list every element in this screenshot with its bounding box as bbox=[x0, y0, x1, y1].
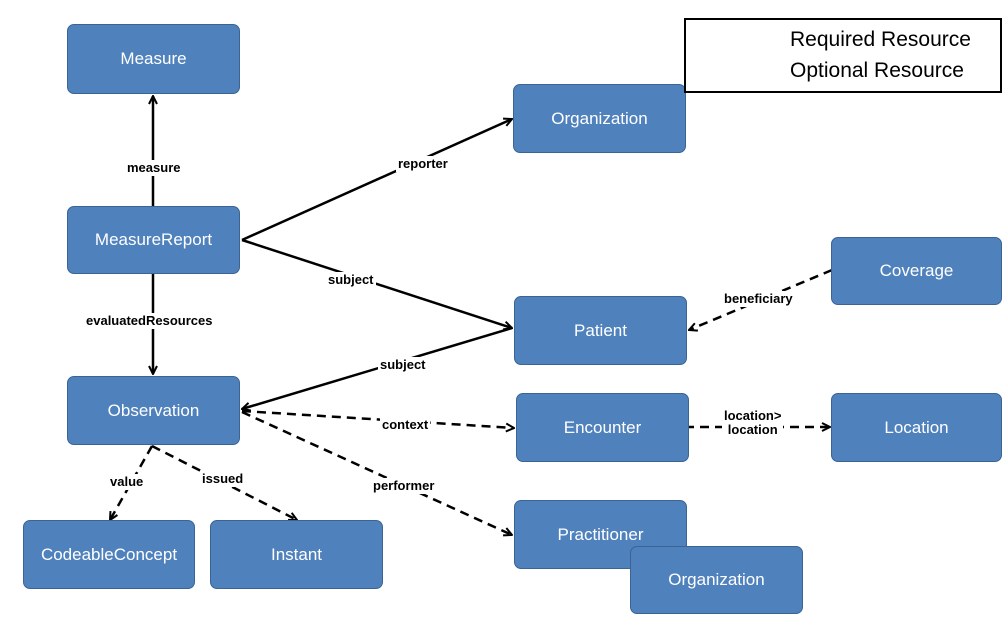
legend: Required Resource Optional Resource bbox=[684, 18, 1002, 93]
edge-label-location: location> location bbox=[722, 408, 784, 439]
node-measure-report[interactable]: MeasureReport bbox=[67, 206, 240, 274]
legend-optional-label: Optional Resource bbox=[790, 59, 964, 82]
node-practitioner-label: Practitioner bbox=[557, 525, 644, 544]
node-location[interactable]: Location bbox=[831, 393, 1002, 462]
node-encounter-label: Encounter bbox=[563, 417, 642, 437]
node-measure[interactable]: Measure bbox=[67, 24, 240, 94]
node-instant[interactable]: Instant bbox=[210, 520, 383, 589]
node-organization-practitioner-label: Organization bbox=[668, 570, 765, 589]
edge-label-reporter: reporter bbox=[396, 156, 450, 173]
node-coverage[interactable]: Coverage bbox=[831, 237, 1002, 305]
node-observation[interactable]: Observation bbox=[67, 376, 240, 445]
edge-reporter bbox=[241, 119, 512, 242]
node-organization-reporter[interactable]: Organization bbox=[513, 84, 686, 153]
node-organization-reporter-label: Organization bbox=[551, 108, 648, 128]
node-observation-label: Observation bbox=[107, 400, 200, 420]
edge-label-location-line2: location bbox=[727, 422, 778, 438]
edge-subject-observation bbox=[242, 326, 513, 409]
node-codeable-concept[interactable]: CodeableConcept bbox=[23, 520, 195, 589]
edge-label-value: value bbox=[108, 474, 146, 491]
node-codeable-concept-label: CodeableConcept bbox=[40, 544, 178, 564]
node-instant-label: Instant bbox=[270, 544, 323, 564]
edge-label-subject-observation: subject bbox=[378, 357, 428, 374]
node-patient-label: Patient bbox=[574, 320, 627, 340]
edge-label-location-line1: location> bbox=[724, 408, 782, 423]
node-measure-report-label: MeasureReport bbox=[94, 230, 213, 249]
edge-label-subject-report: subject bbox=[326, 272, 376, 289]
edge-label-issued: issued bbox=[200, 471, 246, 488]
node-patient[interactable]: Patient bbox=[514, 296, 687, 365]
node-measure-label: Measure bbox=[120, 49, 187, 68]
edge-label-beneficiary: beneficiary bbox=[722, 291, 795, 308]
node-location-label: Location bbox=[884, 417, 949, 437]
legend-required-label: Required Resource bbox=[790, 28, 971, 51]
edge-label-performer: performer bbox=[371, 478, 437, 495]
edge-context bbox=[241, 409, 514, 428]
node-coverage-label: Coverage bbox=[879, 261, 954, 280]
edge-label-measure: measure bbox=[125, 160, 183, 177]
edge-performer bbox=[241, 410, 512, 535]
node-encounter[interactable]: Encounter bbox=[516, 393, 689, 462]
node-organization-practitioner[interactable]: Organization bbox=[630, 546, 803, 614]
edge-label-context: context bbox=[380, 417, 431, 434]
edge-subject-report bbox=[241, 238, 512, 328]
edge-label-evaluated-resources: evaluatedResources bbox=[84, 313, 215, 330]
